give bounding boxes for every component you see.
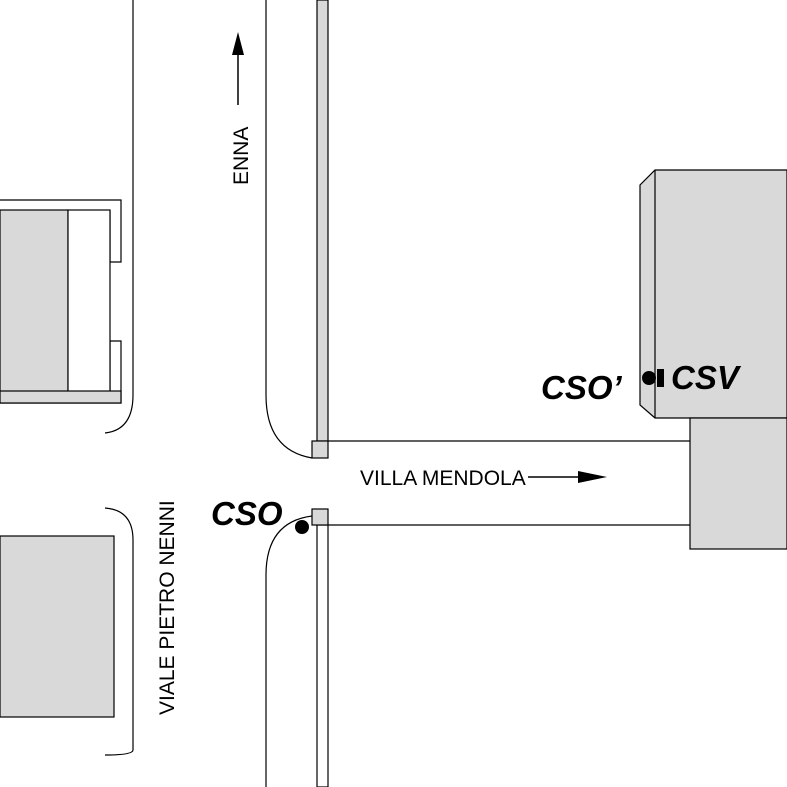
- north-arrow: [232, 32, 244, 105]
- east-arrow: [528, 471, 607, 483]
- median-block-bottom: [311, 508, 329, 526]
- street-label-enna: ENNA: [230, 127, 253, 185]
- street-label-viale-pietro-nenni: VIALE PIETRO NENNI: [156, 500, 179, 715]
- median-block-top: [311, 440, 329, 459]
- west-road-edge-lower: [104, 507, 134, 756]
- main-road-edge-upper: [265, 0, 313, 459]
- median-strip-lower: [316, 524, 329, 787]
- csv-point-marker: [657, 369, 664, 387]
- west-building-lower-wall: [0, 390, 122, 404]
- west-road-edge-upper: [104, 0, 134, 434]
- west-building-lower: [0, 535, 115, 718]
- east-building-lower: [689, 417, 787, 550]
- street-label-villa-mendola: VILLA MENDOLA: [360, 467, 526, 490]
- csv-label: CSV: [671, 359, 742, 396]
- west-building-upper: [0, 209, 69, 393]
- cso-label: CSO: [211, 495, 283, 532]
- median-strip-upper: [316, 0, 329, 442]
- cso-prime-point-marker: [642, 371, 656, 385]
- cso-point-marker: [295, 520, 309, 534]
- west-building-annex: [67, 209, 111, 393]
- cso-prime-label: CSO’: [541, 369, 623, 406]
- main-road-edge-lower: [265, 515, 313, 787]
